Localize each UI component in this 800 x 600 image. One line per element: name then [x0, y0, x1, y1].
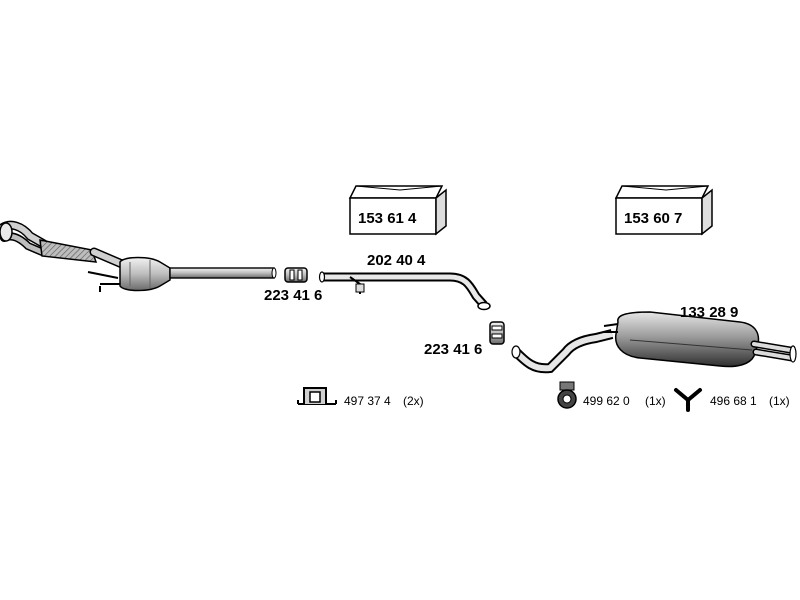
hanger-code: 497 37 4	[344, 394, 391, 408]
rear-silencer	[511, 311, 797, 374]
front-pipe-catalytic-converter	[0, 220, 277, 292]
pipe-part-number: 202 40 4	[367, 252, 426, 269]
clamp-1-part-number: 223 41 6	[264, 287, 323, 304]
intermediate-pipe	[318, 271, 491, 311]
clamp-2-part-number: 223 41 6	[424, 341, 483, 358]
pipe-clamp-1	[284, 267, 308, 283]
bracket-code: 496 68 1	[710, 394, 757, 408]
hanger-bracket-icon	[297, 387, 337, 405]
package-box-left	[348, 185, 447, 236]
hanger-qty: (2x)	[403, 394, 424, 408]
box-right-part-number: 153 60 7	[624, 210, 683, 227]
box-left-part-number: 153 61 4	[358, 210, 417, 227]
package-box-right	[614, 185, 713, 236]
rubber-ring-icon	[557, 381, 577, 409]
pipe-clamp-2	[489, 321, 505, 345]
y-bracket-icon	[674, 388, 702, 412]
muffler-part-number: 133 28 9	[680, 304, 739, 321]
ring-code: 499 62 0	[583, 394, 630, 408]
bracket-qty: (1x)	[769, 394, 790, 408]
ring-qty: (1x)	[645, 394, 666, 408]
